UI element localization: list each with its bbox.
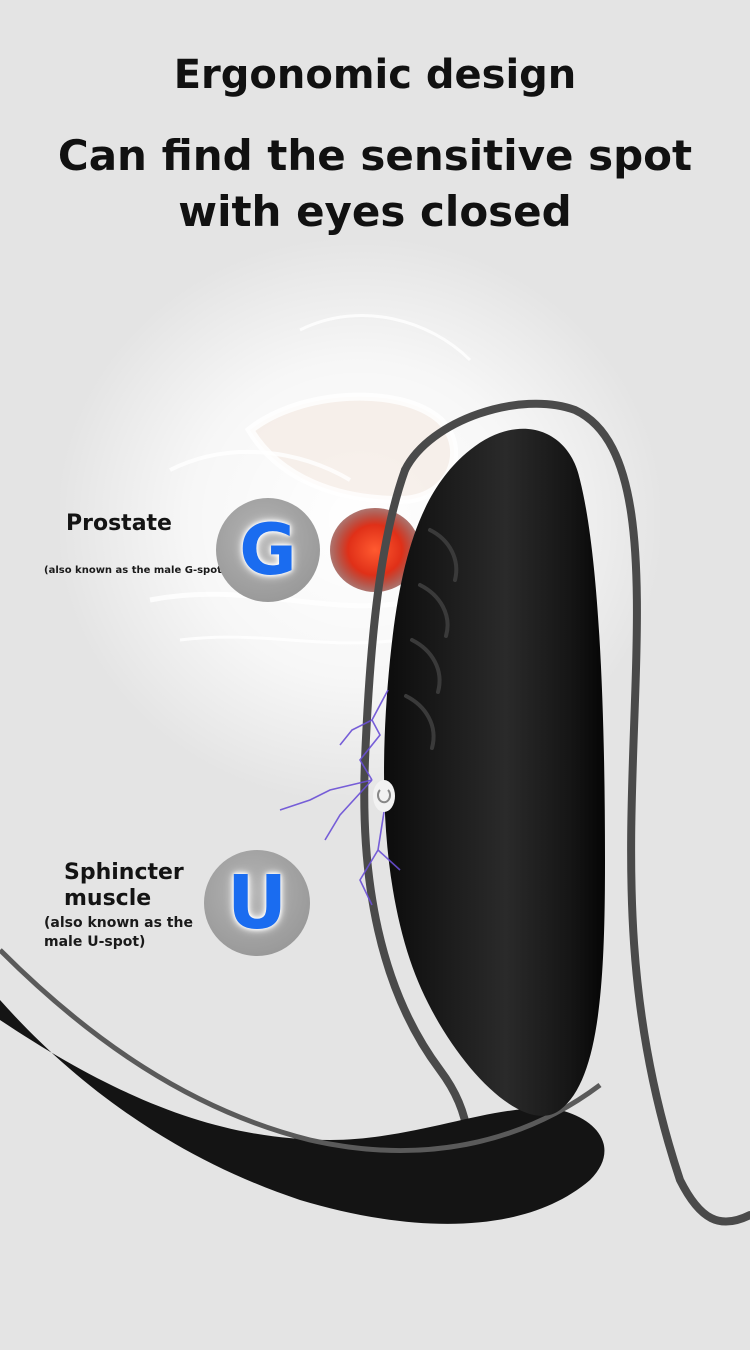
power-button-icon [373, 780, 395, 812]
sphincter-label: Sphincter muscle [64, 860, 184, 912]
headline-ergonomic: Ergonomic design [173, 52, 577, 98]
headline-tagline: Can find the sensitive spot with eyes cl… [0, 128, 750, 240]
device-body [384, 428, 605, 1116]
device-cable [401, 399, 750, 1226]
sphincter-note: (also known as the male U-spot) [44, 914, 214, 952]
g-spot-badge: G [216, 498, 320, 602]
prostate-label: Prostate [66, 511, 172, 536]
headline-tagline-line2: with eyes closed [178, 187, 572, 236]
device-cable-inner [360, 466, 473, 1204]
device-tail-arm [0, 1000, 605, 1224]
device-tail-edge [0, 948, 602, 1154]
u-spot-badge: U [204, 850, 310, 956]
device-ridges [404, 528, 459, 750]
sphincter-label-line2: muscle [64, 886, 152, 911]
sphincter-label-line1: Sphincter [64, 860, 184, 885]
sphincter-note-line2: male U-spot) [44, 934, 146, 950]
prostate-highlight [330, 508, 420, 592]
prostate-note: (also known as the male G-spot) [44, 565, 227, 576]
electric-spark-icon [279, 689, 401, 906]
sphincter-note-line1: (also known as the [44, 915, 193, 931]
headline-tagline-line1: Can find the sensitive spot [57, 131, 693, 180]
